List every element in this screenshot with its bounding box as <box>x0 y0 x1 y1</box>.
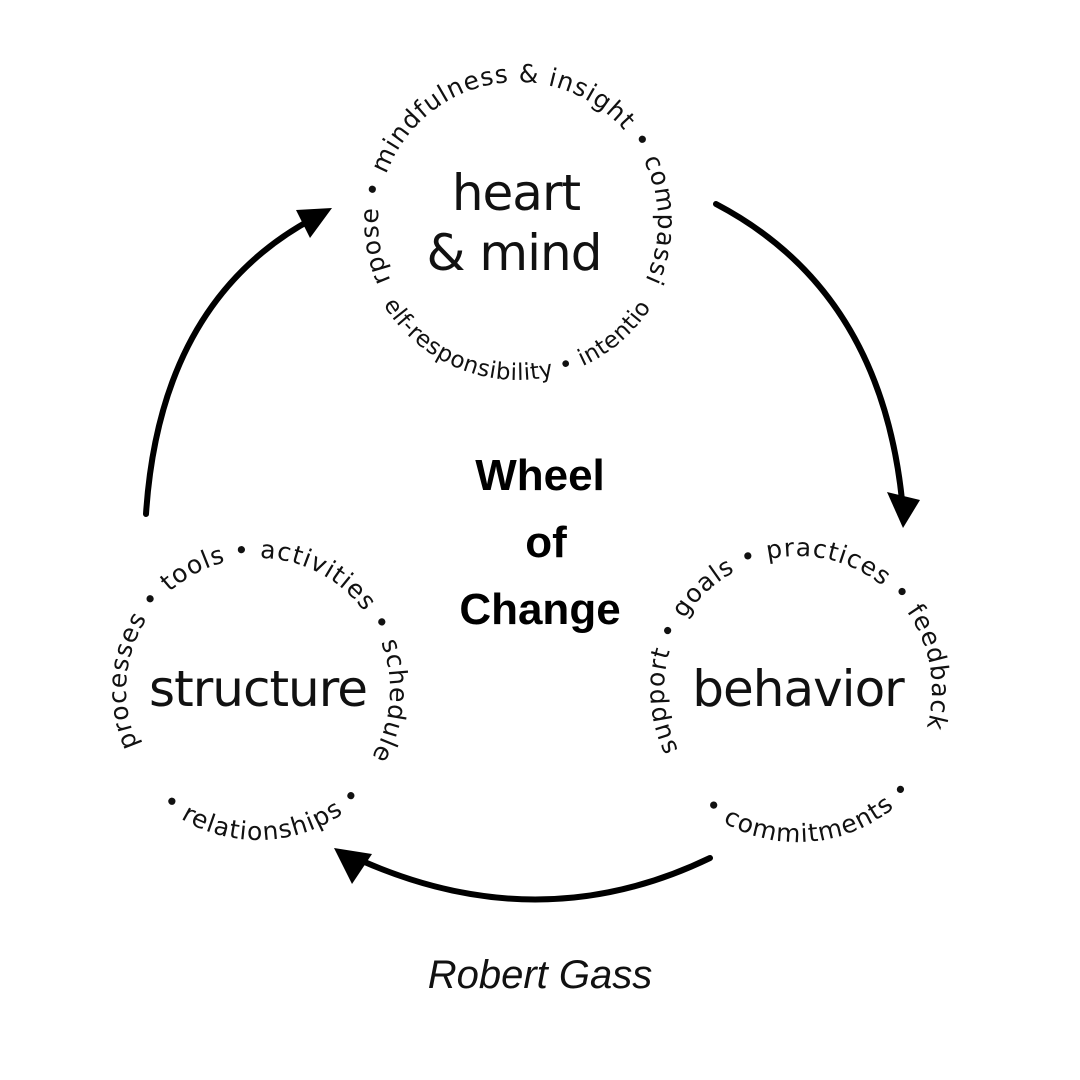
title-line-3: Change <box>459 585 620 634</box>
node-heart-mind: purpose • mindfulness & insight • compas… <box>0 0 680 386</box>
author-credit: Robert Gass <box>428 953 653 997</box>
arrow-behavior-to-structure <box>357 855 713 903</box>
arrowhead-left-icon <box>334 848 372 884</box>
cycle-arrows <box>143 201 920 903</box>
node-label-line-2: & mind <box>427 224 602 282</box>
ring-text-bottom: • relationships • <box>157 780 368 846</box>
ring-text-top: processes • tools • activities • schedul… <box>103 535 413 769</box>
node-label-line-1: heart <box>452 164 581 222</box>
node-label: structure <box>149 660 367 718</box>
ring-text-bottom: • commitments • <box>699 774 918 849</box>
diagram-title: Wheel of Change <box>459 451 620 634</box>
title-line-2: of <box>525 518 567 567</box>
arrow-heart-to-behavior <box>713 201 905 503</box>
node-structure: processes • tools • activities • schedul… <box>103 535 413 846</box>
ring-text-top: support • goals • practices • feedback <box>641 533 955 760</box>
arrowhead-up-icon <box>296 208 332 238</box>
arrowhead-down-icon <box>887 492 920 528</box>
node-label: behavior <box>692 660 905 718</box>
title-line-1: Wheel <box>475 451 605 500</box>
arrow-structure-to-heart <box>143 215 317 517</box>
node-behavior: support • goals • practices • feedback •… <box>641 533 955 849</box>
